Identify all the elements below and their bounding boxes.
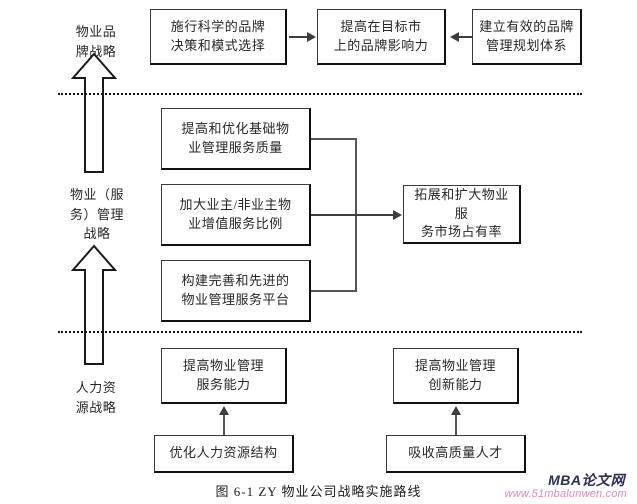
box-brand-system[interactable]: 建立有效的品牌 管理规划体系 [472, 9, 582, 65]
section-divider-top [58, 93, 582, 95]
box-service-value[interactable]: 加大业主/非业主物 业增值服务比例 [161, 184, 311, 246]
connector-service-platform-stub [311, 290, 356, 292]
box-hr-structure-label: 优化人力资源结构 [169, 445, 278, 461]
arrowhead-market-share [393, 210, 402, 220]
box-brand-system-label: 建立有效的品牌 管理规划体系 [479, 18, 574, 53]
box-service-quality[interactable]: 提高和优化基础物 业管理服务质量 [161, 108, 311, 170]
box-hr-ability-label: 提高物业管理 服务能力 [182, 357, 264, 392]
box-market-share[interactable]: 拓展和扩大物业服 务市场占有率 [403, 185, 521, 244]
connector-hr-structure-to-ability [223, 414, 225, 436]
box-service-platform-label: 构建完善和先进的 物业管理服务平台 [181, 272, 290, 307]
box-brand-policy-label: 施行科学的品牌 决策和模式选择 [170, 18, 266, 53]
box-hr-innovation[interactable]: 提高物业管理 创新能力 [393, 348, 519, 404]
box-market-share-label: 拓展和扩大物业服 务市场占有率 [414, 186, 509, 240]
connector-brand-policy-to-influence [289, 36, 307, 38]
box-hr-structure[interactable]: 优化人力资源结构 [154, 435, 294, 473]
box-service-quality-label: 提高和优化基础物 业管理服务质量 [181, 120, 290, 155]
connector-brand-system-to-influence [459, 36, 474, 38]
section-divider-bottom [58, 331, 582, 333]
box-hr-talent[interactable]: 吸收高质量人才 [386, 435, 526, 473]
figure-caption: 图 6-1 ZY 物业公司战略实施路线 [215, 484, 422, 499]
box-hr-ability[interactable]: 提高物业管理 服务能力 [161, 348, 287, 404]
box-brand-policy[interactable]: 施行科学的品牌 决策和模式选择 [150, 9, 287, 65]
arrowhead-brand-influence-right [450, 32, 459, 42]
section-label-service: 物业（服 务）管理 战略 [69, 187, 124, 241]
box-brand-influence[interactable]: 提高在目标市 上的品牌影响力 [317, 9, 446, 65]
section-label-brand: 物业品 牌战略 [75, 24, 117, 59]
section-label-hr: 人力资 源战略 [75, 380, 117, 415]
box-brand-influence-label: 提高在目标市 上的品牌影响力 [333, 18, 429, 53]
box-hr-innovation-label: 提高物业管理 创新能力 [414, 357, 496, 392]
arrowhead-hr-innovation [451, 406, 461, 415]
connector-service-value-to-market [311, 214, 393, 216]
watermark-url: www.51mbalunwen.com [504, 488, 627, 500]
arrowhead-hr-ability [219, 406, 229, 415]
connector-hr-talent-to-innovation [455, 414, 457, 436]
upward-block-arrow-brand [71, 52, 117, 174]
box-hr-talent-label: 吸收高质量人才 [408, 445, 503, 461]
box-service-value-label: 加大业主/非业主物 业增值服务比例 [179, 196, 292, 231]
connector-service-quality-stub [311, 138, 356, 140]
arrowhead-brand-influence-left [307, 32, 316, 42]
watermark-title: MBA论文网 [548, 472, 625, 488]
box-service-platform[interactable]: 构建完善和先进的 物业管理服务平台 [161, 260, 311, 322]
upward-block-arrow-service [71, 244, 117, 366]
